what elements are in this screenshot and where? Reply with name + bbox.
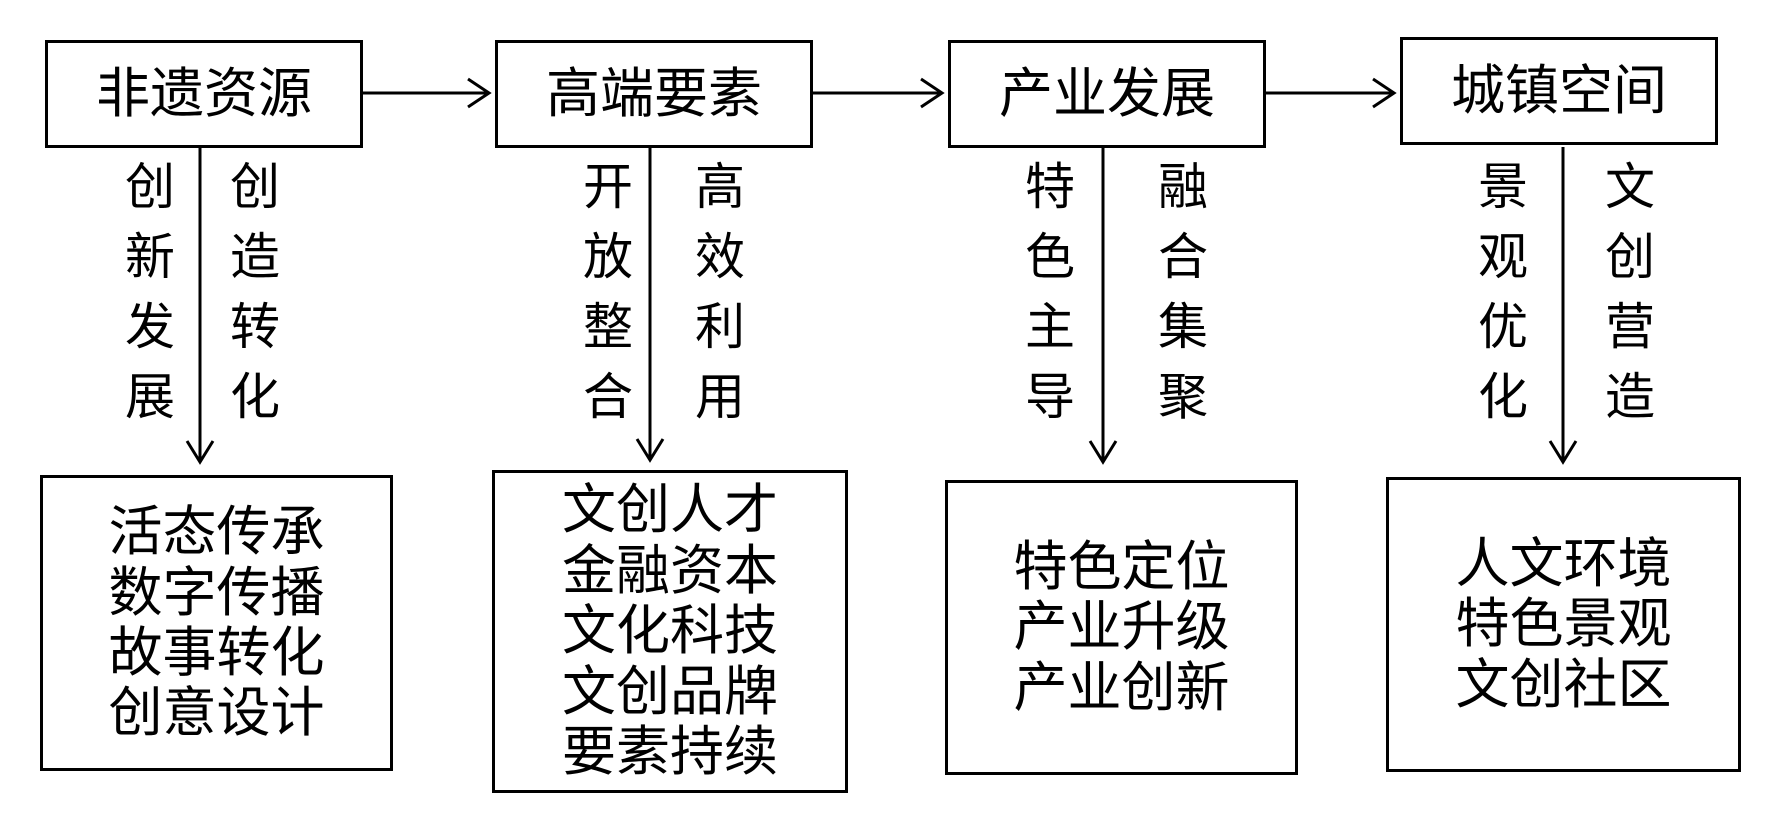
node-title: 城镇空间: [1451, 59, 1667, 122]
item: 金融资本: [562, 538, 778, 602]
label-text: 文创营造: [1597, 160, 1655, 440]
item: 人文环境: [1455, 531, 1672, 595]
node-title: 高端要素: [546, 62, 762, 125]
arrowhead-down-4: [1548, 440, 1578, 465]
node-town-space: 城镇空间: [1400, 37, 1718, 145]
label-innovative-development: 创新发展: [110, 160, 175, 440]
arrowhead-down-2: [635, 438, 665, 463]
label-text: 融合集聚: [1150, 160, 1208, 440]
item: 文创品牌: [562, 659, 778, 723]
node-high-end-elements: 高端要素: [495, 40, 813, 148]
item: 故事转化: [108, 621, 325, 684]
items-elements: 文创人才 金融资本 文化科技 文创品牌 要素持续: [492, 470, 848, 793]
arrowhead-3-4: [1372, 77, 1397, 109]
label-cultural-creative-building: 文创营造: [1590, 160, 1655, 440]
item: 产业创新: [1013, 655, 1230, 719]
item: 数字传播: [108, 560, 325, 624]
arrowhead-down-3: [1088, 440, 1118, 465]
label-landscape-optimization: 景观优化: [1463, 160, 1528, 440]
label-integrated-clustering: 融合集聚: [1143, 160, 1208, 440]
label-text: 景观优化: [1470, 160, 1528, 440]
arrowhead-down-1: [185, 440, 215, 465]
node-title: 产业发展: [999, 62, 1215, 125]
arrowhead-1-2: [467, 77, 492, 109]
item: 活态传承: [108, 500, 325, 564]
label-text: 创造转化: [222, 160, 280, 440]
item: 产业升级: [1013, 595, 1230, 659]
label-efficient-use: 高效利用: [680, 160, 745, 440]
item: 创意设计: [108, 681, 325, 745]
item: 文创人才: [562, 478, 778, 542]
label-text: 特色主导: [1017, 160, 1075, 440]
item: 文创社区: [1455, 652, 1672, 716]
node-industry-development: 产业发展: [948, 40, 1266, 148]
item: 要素持续: [562, 720, 778, 784]
label-distinctive-lead: 特色主导: [1010, 160, 1075, 440]
label-creative-transformation: 创造转化: [215, 160, 280, 440]
node-title: 非遗资源: [96, 62, 312, 125]
label-text: 创新发展: [117, 160, 175, 440]
items-town-space: 人文环境 特色景观 文创社区: [1386, 477, 1741, 772]
arrowhead-2-3: [920, 77, 945, 109]
items-heritage: 活态传承 数字传播 故事转化 创意设计: [40, 475, 393, 771]
item: 文化科技: [562, 599, 778, 663]
label-open-integration: 开放整合: [568, 160, 633, 440]
item: 特色景观: [1455, 592, 1672, 656]
node-heritage-resources: 非遗资源: [45, 40, 363, 148]
label-text: 高效利用: [687, 160, 745, 440]
label-text: 开放整合: [575, 160, 633, 440]
items-industry: 特色定位 产业升级 产业创新: [945, 480, 1298, 775]
item: 特色定位: [1013, 534, 1230, 598]
